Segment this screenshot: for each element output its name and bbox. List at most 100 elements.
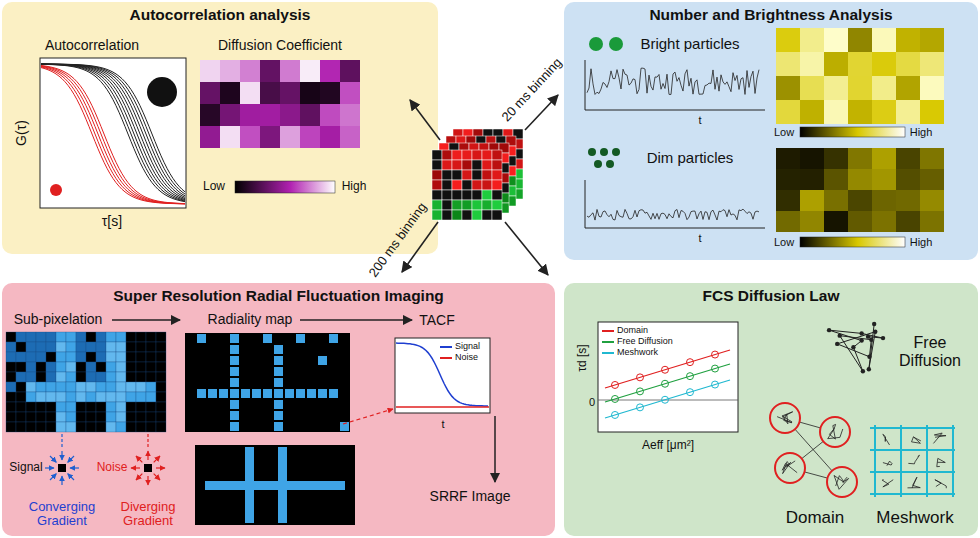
legend-item: Signal	[440, 341, 480, 352]
image-frame-pixel	[462, 180, 472, 190]
subpixel-cell	[66, 392, 76, 402]
subpixel-cell	[56, 422, 66, 432]
image-frame-pixel	[453, 159, 463, 169]
subpixel-cell	[46, 372, 56, 382]
correlation-curve	[41, 68, 185, 204]
legend-line-sample	[602, 352, 614, 354]
subpixel-cell	[116, 422, 126, 432]
flow-arrow	[300, 319, 412, 321]
subpixel-cell	[156, 392, 166, 402]
subpixel-cell	[26, 332, 36, 342]
image-frame-pixel	[462, 160, 472, 170]
heatmap-cell	[260, 60, 280, 82]
diffusion-step	[838, 333, 842, 337]
image-frame-pixel	[492, 160, 502, 170]
heatmap-cell	[920, 169, 944, 190]
image-frame-pixel	[463, 149, 473, 159]
flow-arrow	[112, 319, 180, 321]
text-label: Dim particles	[647, 150, 734, 167]
subpixel-cell	[36, 402, 46, 412]
confined-path	[777, 412, 793, 424]
fit-line	[605, 364, 730, 402]
radiality-pixel	[274, 389, 283, 398]
subpixel-cell	[6, 352, 16, 362]
domain-circle	[827, 467, 857, 497]
text-label: Low	[774, 236, 794, 248]
pointer-arrow	[61, 434, 62, 448]
diffusion-step	[859, 338, 863, 342]
subpixel-cell	[6, 422, 16, 432]
correlation-curve	[41, 66, 185, 204]
gradient-arrow	[61, 476, 62, 485]
legend-text: Meshwork	[617, 347, 658, 357]
subpixel-cell	[6, 362, 16, 372]
gradient-arrow	[45, 467, 54, 468]
image-frame-pixel	[483, 149, 493, 159]
subpixel-cell	[116, 392, 126, 402]
panel-ground	[564, 2, 978, 260]
image-frame-pixel	[472, 210, 482, 220]
radiality-pixel	[296, 334, 305, 343]
subpixel-cell	[86, 382, 96, 392]
heatmap-cell	[800, 190, 824, 211]
subpixel-cell	[96, 362, 106, 372]
image-frame-pixel	[472, 160, 482, 170]
flow-arrow	[494, 416, 496, 482]
heatmap-cell	[800, 148, 824, 169]
heatmap-cell	[800, 169, 824, 190]
subpixel-cell	[146, 362, 156, 372]
heatmap-cell	[200, 82, 220, 104]
text-label: SRRF Image	[430, 489, 511, 504]
data-point	[662, 366, 669, 373]
subpixel-cell	[86, 422, 96, 432]
meshwork-path	[912, 437, 921, 444]
subpixel-cell	[66, 372, 76, 382]
subpixel-cell	[146, 392, 156, 402]
binning-arrow	[505, 222, 548, 275]
dim-particle	[594, 160, 602, 168]
radiality-pixel	[263, 389, 272, 398]
text-label: TACF	[419, 313, 455, 328]
heatmap-cell	[280, 60, 300, 82]
subpixel-cell	[16, 332, 26, 342]
meshwork-path	[908, 455, 919, 464]
meshwork-path	[882, 480, 893, 487]
colorbar	[800, 237, 905, 247]
text-label: Aeff [μm²]	[642, 439, 694, 452]
heatmap-cell	[920, 100, 944, 124]
meshwork-path	[933, 433, 946, 443]
confined-path	[782, 461, 797, 474]
heatmap-cell	[800, 28, 824, 52]
subpixel-cell	[126, 342, 136, 352]
heatmap-cell	[776, 169, 800, 190]
radiality-pixel	[274, 378, 283, 387]
subpixel-cell	[46, 392, 56, 402]
subpixel-cell	[16, 392, 26, 402]
subpixel-cell	[146, 352, 156, 362]
data-point	[712, 381, 719, 388]
diffusion-step	[867, 355, 871, 359]
image-frame-pixel	[463, 179, 473, 189]
subpixel-cell	[136, 422, 146, 432]
heatmap-cell	[848, 148, 872, 169]
image-frame-pixel	[432, 180, 442, 190]
subpixel-cell	[66, 382, 76, 392]
subpixel-cell	[126, 412, 136, 422]
subpixel-cell	[106, 402, 116, 412]
subpixel-cell	[146, 382, 156, 392]
image-frame-pixel	[442, 200, 452, 210]
subpixel-cell	[106, 422, 116, 432]
subpixel-cell	[156, 332, 166, 342]
text-label: Sub-pixelation	[14, 312, 103, 327]
bright-particle	[609, 37, 623, 51]
correlation-curve	[41, 64, 185, 201]
subpixel-cell	[86, 332, 96, 342]
subpixel-cell	[156, 362, 166, 372]
text-label: Converging Gradient	[19, 500, 105, 529]
heatmap-cell	[240, 104, 260, 126]
image-frame-pixel	[473, 159, 483, 169]
data-point	[637, 404, 644, 411]
subpixel-cell	[26, 422, 36, 432]
subpixel-cell	[76, 422, 86, 432]
meshwork-path	[937, 458, 945, 466]
